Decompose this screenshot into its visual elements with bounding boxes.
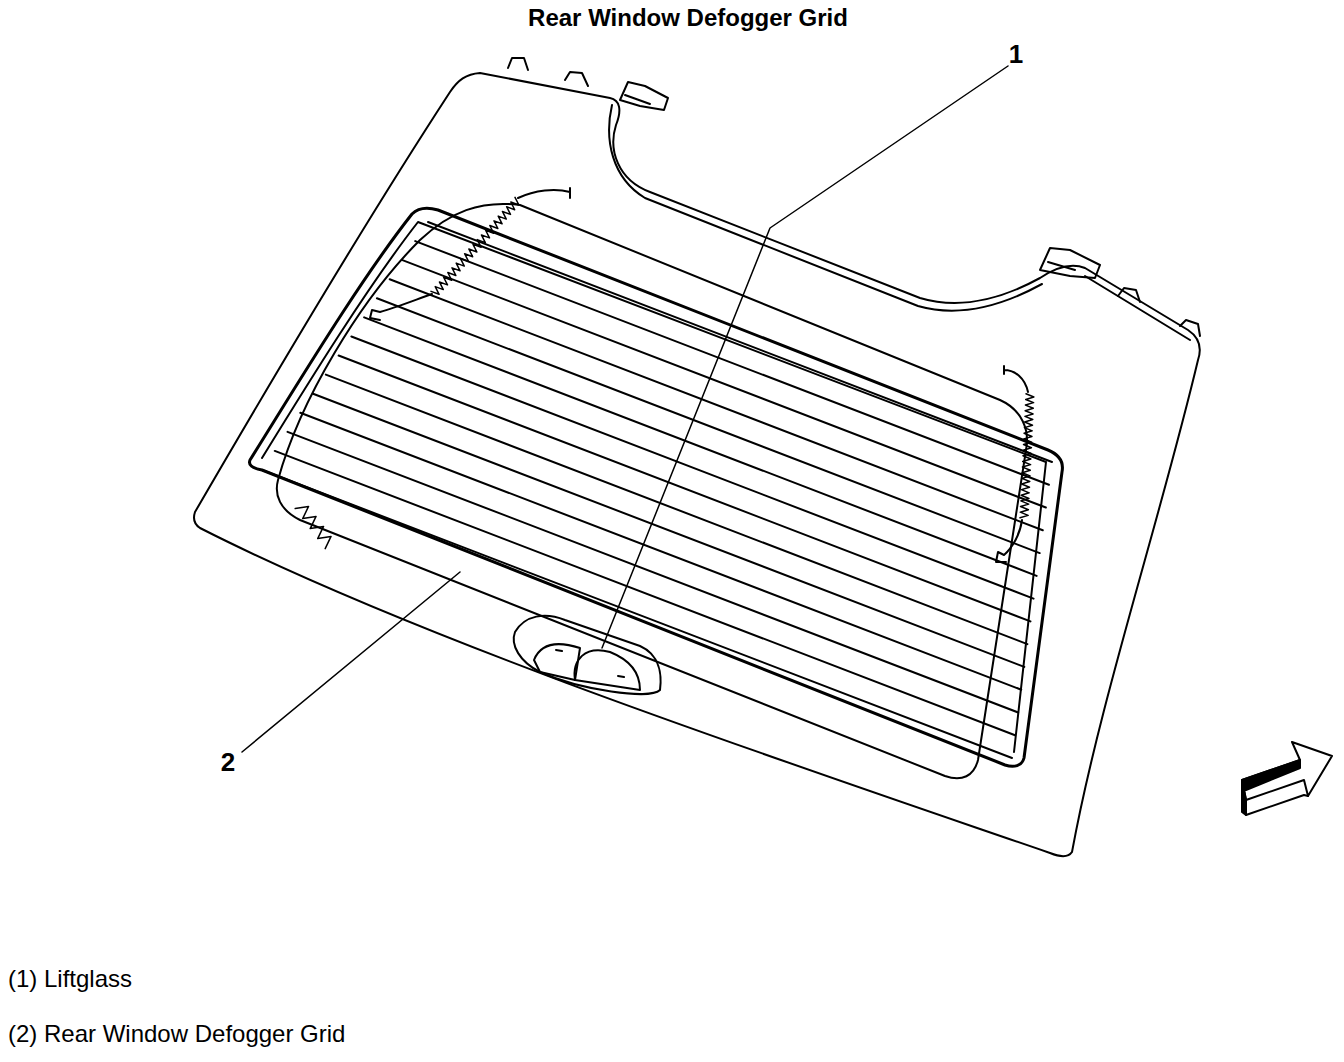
grid-line [326,375,1028,645]
grid-line [364,317,1036,575]
leader-line [242,572,460,752]
latch-tab [575,650,640,690]
mount-tab [508,58,1200,336]
terminal-lead [996,520,1022,562]
legend-key-text: (1) Liftglass [8,965,132,993]
callout-number: 2 [221,748,235,778]
tab-mark [556,650,624,677]
grid-line [390,279,1043,530]
grid-line [275,451,1015,735]
defogger-grid-lines [262,222,1052,758]
hinge [1040,248,1100,278]
grid-line [351,336,1033,598]
terminal-lead [518,188,570,198]
view-arrow-edge [1246,795,1308,815]
glass-frame [250,208,1063,766]
bus-bar [1020,394,1034,518]
bus-bar [431,197,519,294]
callout-number: 1 [1009,40,1023,70]
grid-line [402,260,1045,507]
leader-line [602,66,1008,648]
bus-bar [295,506,331,548]
grid-line [415,241,1049,485]
grid-line [262,470,1012,758]
glass-frame-inner [262,222,1046,752]
grid-line [339,356,1031,622]
grid-outline [277,204,1027,778]
diagram-title: Rear Window Defogger Grid [528,4,848,32]
latch-recess [514,616,661,694]
grid-line [300,413,1021,690]
liftglass-outline [194,73,1200,856]
legend-key-text: (2) Rear Window Defogger Grid [8,1020,345,1048]
hinge [620,82,668,110]
terminal-lead [370,294,432,320]
terminal-lead [1004,366,1028,392]
grid-line [377,298,1040,553]
grid-line [288,432,1019,713]
